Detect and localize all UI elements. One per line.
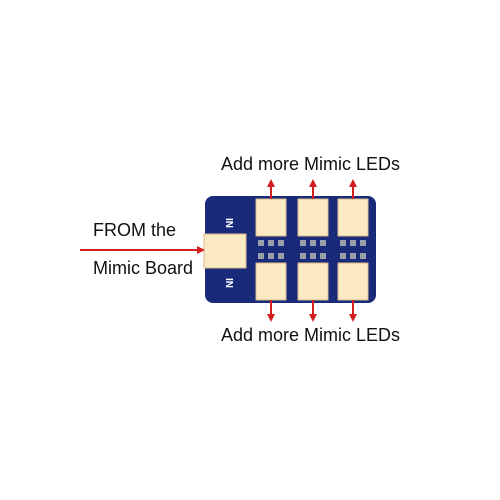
input-connector [203,233,247,269]
led-pad-top-3 [337,198,369,237]
silkscreen-in-top: IN [223,218,234,228]
led-pad-bottom-3 [337,262,369,301]
chip-contacts [258,240,366,259]
silkscreen-in-bottom: IN [223,278,234,288]
label-from-line2: Mimic Board [93,258,194,278]
led-pad-top-1 [255,198,287,237]
led-pad-bottom-2 [297,262,329,301]
label-add-more-bottom: Add more Mimic LEDs [221,325,401,345]
pcb-board [205,196,376,303]
led-pad-bottom-1 [255,262,287,301]
led-pad-top-2 [297,198,329,237]
label-add-more-top: Add more Mimic LEDs [221,154,401,174]
label-from-line1: FROM the [93,220,177,240]
